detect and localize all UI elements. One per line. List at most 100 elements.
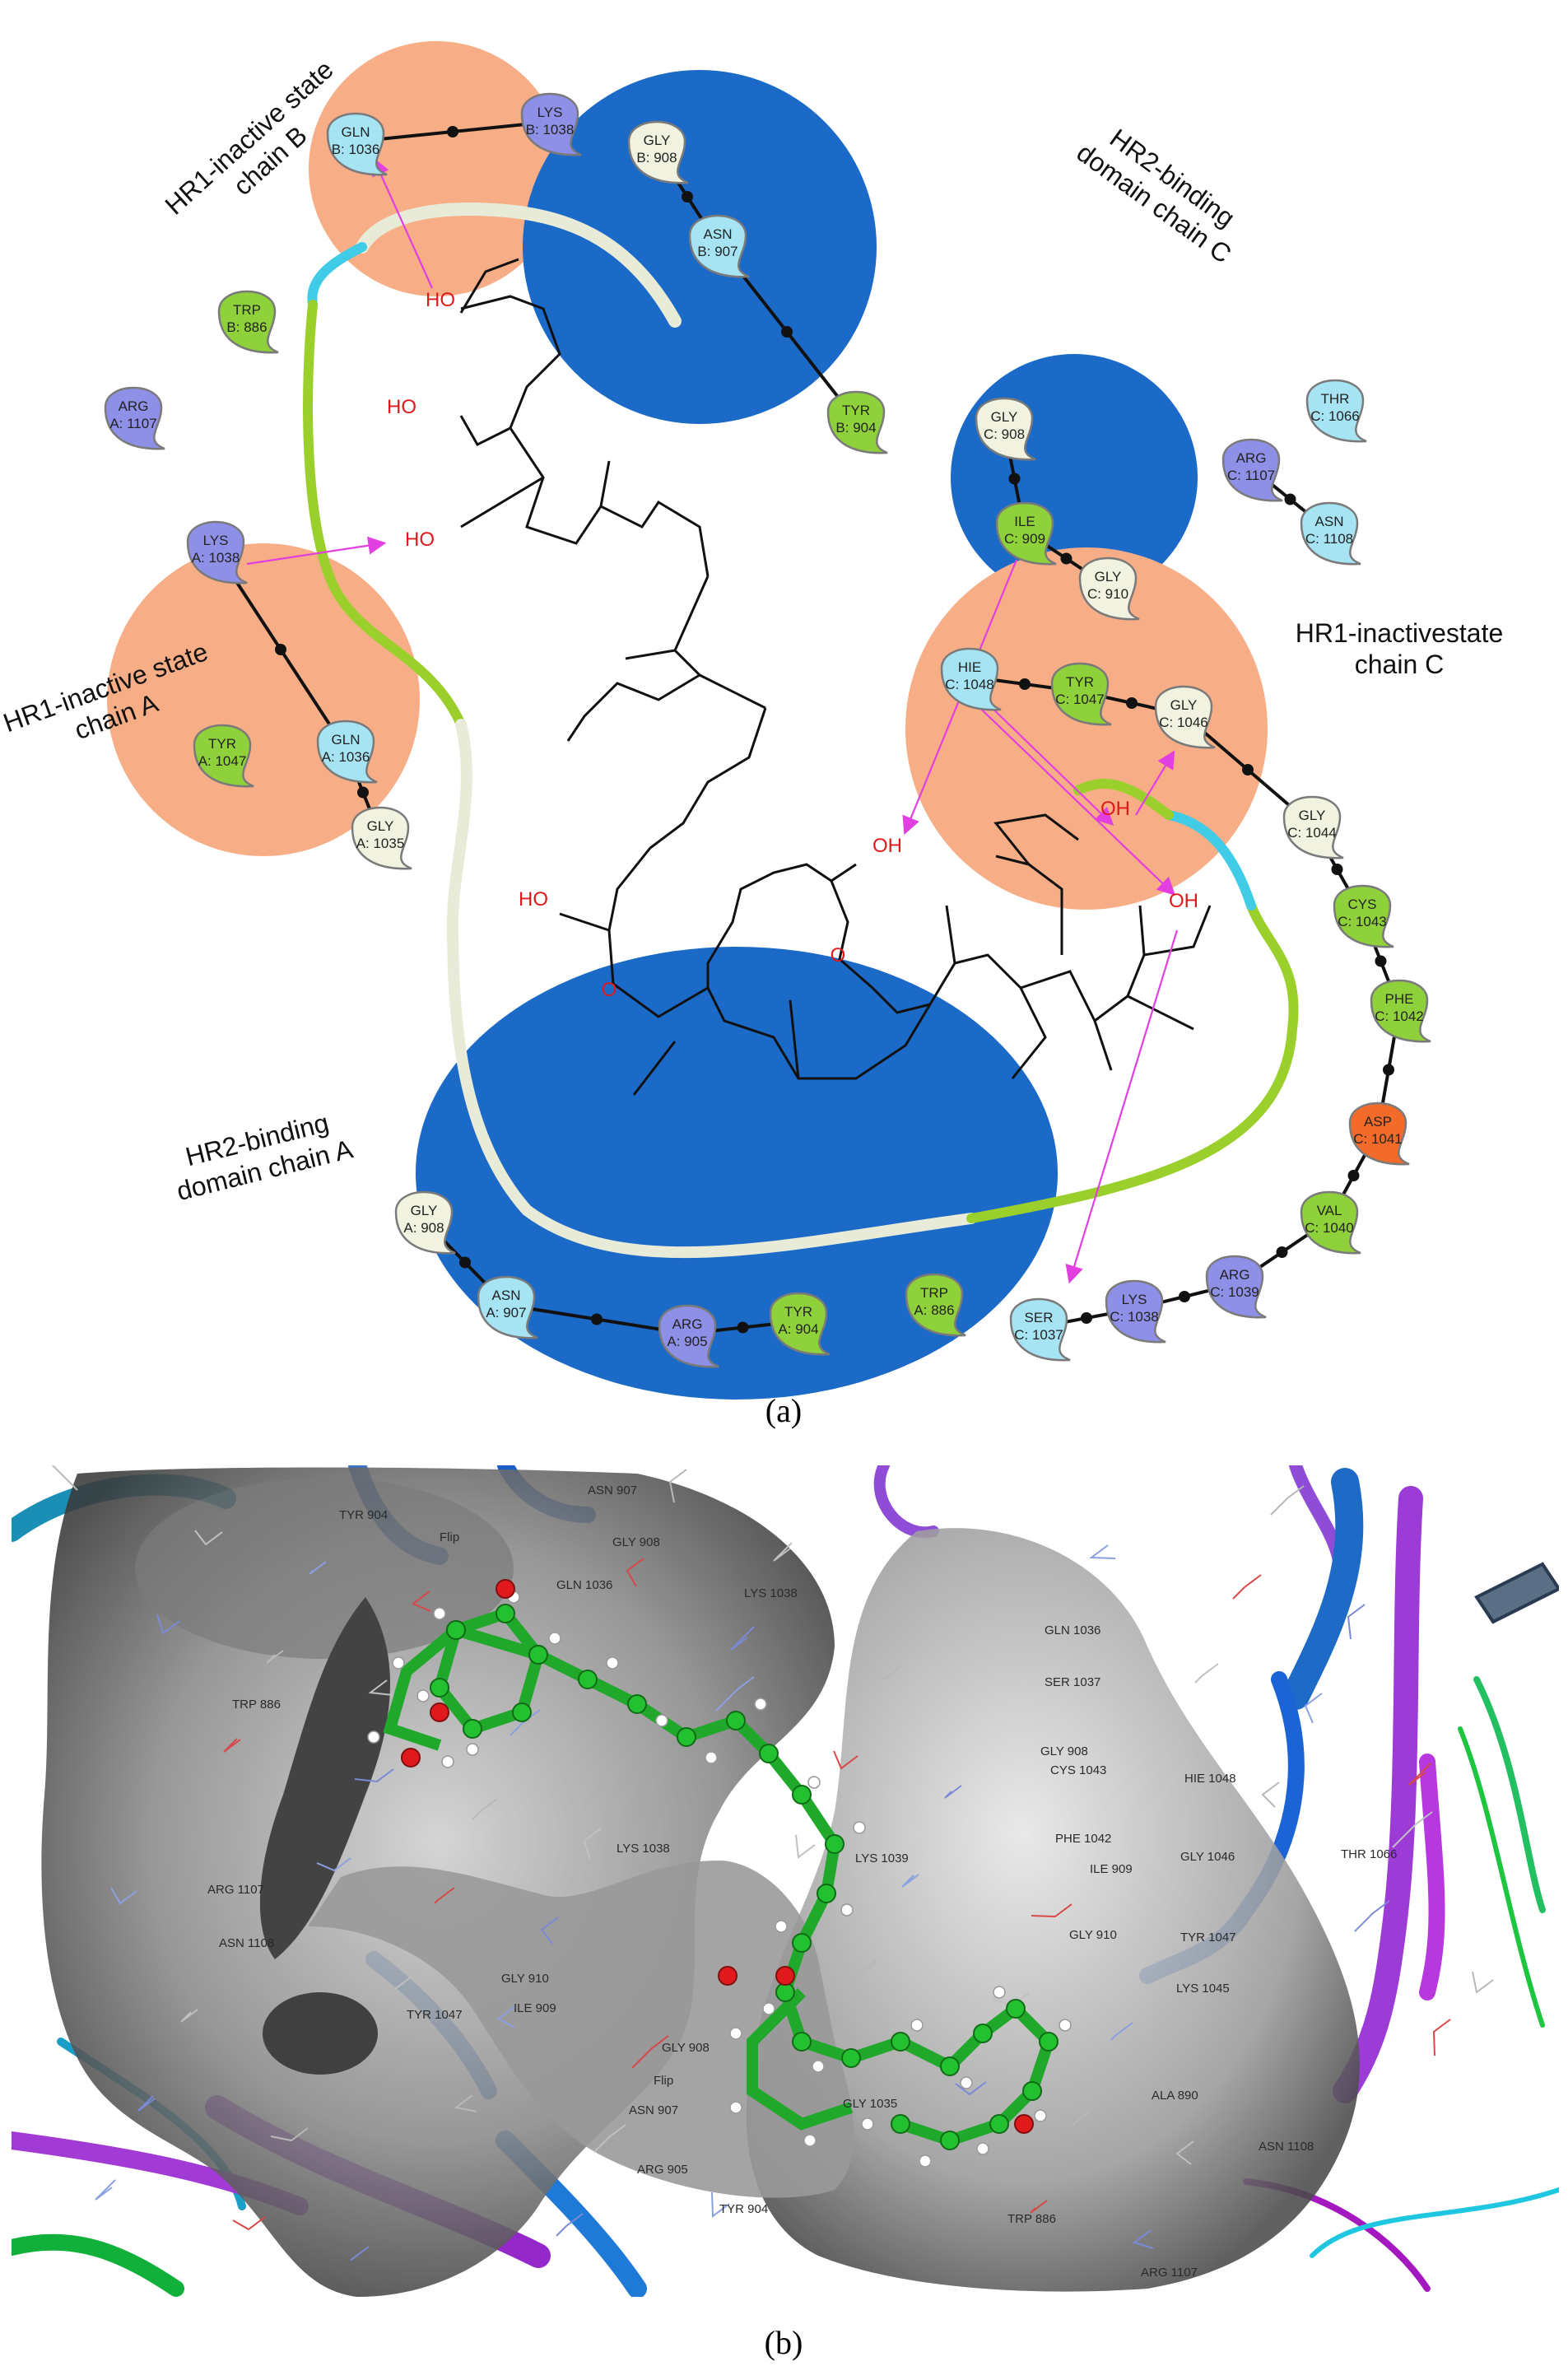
residue-id: C: 1042 xyxy=(1375,1008,1424,1024)
residue-id: C: 1066 xyxy=(1310,408,1360,424)
residue-name: ASN xyxy=(1315,514,1344,529)
residue-marker: SER C: 1037 xyxy=(1009,1297,1071,1362)
region-label-hr2-a: HR2-bindingdomain chain A xyxy=(166,1103,356,1206)
residue-name: TYR xyxy=(1066,674,1094,690)
residue-name: ARG xyxy=(1220,1267,1250,1283)
residue-label-3d: THR 1066 xyxy=(1341,1847,1397,1861)
docked-ligand xyxy=(367,1579,1072,2168)
residue-name: GLY xyxy=(411,1203,438,1218)
residue-label-3d: TYR 904 xyxy=(339,1508,388,1522)
residue-label-3d: GLY 1035 xyxy=(843,2097,897,2111)
residue-name: ARG xyxy=(119,398,149,414)
residue-marker: ASP C: 1041 xyxy=(1348,1102,1410,1166)
residue-name: SER xyxy=(1025,1310,1054,1325)
ribbon-b xyxy=(356,203,682,328)
residue-label-3d: GLY 910 xyxy=(1069,1928,1117,1942)
residue-id: A: 904 xyxy=(778,1321,818,1337)
residue-id: C: 1037 xyxy=(1014,1327,1063,1343)
residue-name: THR xyxy=(1321,391,1350,407)
residue-label-3d: HIE 1048 xyxy=(1184,1772,1236,1786)
residue-id: C: 1043 xyxy=(1338,914,1387,929)
residue-label-3d: ASN 907 xyxy=(588,1483,637,1497)
ribbon-a-green xyxy=(303,300,466,729)
residue-id: A: 1107 xyxy=(109,416,156,431)
residue-label-3d: ARG 1107 xyxy=(207,1883,264,1897)
residue-name: GLY xyxy=(1170,697,1198,713)
residue-marker: ARG A: 1107 xyxy=(104,386,165,450)
residue-id: A: 1047 xyxy=(198,753,247,769)
residue-name: CYS xyxy=(1348,897,1377,912)
ligand-atom-label: OH xyxy=(872,835,902,857)
residue-label-3d: GLY 908 xyxy=(612,1535,660,1549)
residue-id: C: 1044 xyxy=(1287,825,1337,841)
residue-id: C: 1046 xyxy=(1159,715,1208,730)
residue-marker: LYS C: 1038 xyxy=(1105,1279,1166,1344)
residue-name: TYR xyxy=(842,403,870,418)
residue-id: C: 1107 xyxy=(1227,468,1275,483)
residue-name: GLY xyxy=(1095,569,1122,585)
residue-name: GLY xyxy=(644,133,671,148)
residue-label-3d: GLY 910 xyxy=(501,1972,549,1986)
residue-id: A: 907 xyxy=(486,1305,526,1320)
residue-name: TRP xyxy=(920,1285,948,1301)
residue-id: C: 1039 xyxy=(1210,1284,1259,1300)
residue-sticks xyxy=(51,1465,1494,2261)
ligand-atom-label: OH xyxy=(1100,798,1130,820)
molecular-surface xyxy=(41,1467,1360,2297)
residue-name: TYR xyxy=(208,736,236,752)
residue-name: ASN xyxy=(704,226,733,242)
residue-label-3d: PHE 1042 xyxy=(1055,1832,1111,1846)
residue-name: HIE xyxy=(958,659,981,675)
residue-id: C: 1047 xyxy=(1055,692,1105,707)
residue-id: A: 1036 xyxy=(322,749,370,765)
residue-id: C: 909 xyxy=(1004,531,1045,547)
residue-name: ASP xyxy=(1364,1114,1392,1129)
residue-marker: TYR C: 1047 xyxy=(1050,662,1112,726)
residue-name: GLN xyxy=(342,124,370,140)
residue-label-3d: TYR 904 xyxy=(719,2202,768,2216)
residue-id: A: 1038 xyxy=(192,550,240,566)
panel-a-caption: (a) xyxy=(765,1392,803,1429)
residue-name: PHE xyxy=(1385,991,1414,1007)
exposure-ribbons xyxy=(303,203,1299,1259)
residue-name: LYS xyxy=(537,105,563,120)
residue-marker: CYS C: 1043 xyxy=(1333,884,1394,948)
residue-name: ILE xyxy=(1014,514,1035,529)
residue-id: A: 886 xyxy=(914,1302,954,1318)
residue-label-3d: ARG 905 xyxy=(637,2163,688,2177)
residue-marker: ARG C: 1107 xyxy=(1221,438,1283,502)
ribbon-c-cyan xyxy=(1164,810,1256,911)
residue-label-3d: TYR 1047 xyxy=(407,2008,463,2022)
residue-id: B: 886 xyxy=(226,319,267,335)
residue-label-3d: ARG 1107 xyxy=(1141,2266,1198,2280)
residue-name: ARG xyxy=(1236,450,1267,466)
ligand-atom-label: O xyxy=(602,979,617,1001)
residue-label-3d: GLY 1046 xyxy=(1180,1850,1235,1864)
residue-name: LYS xyxy=(1122,1292,1147,1307)
residue-label-3d: ALA 890 xyxy=(1152,2089,1198,2103)
residue-label-3d: CYS 1043 xyxy=(1050,1763,1106,1777)
residue-label-3d: Flip xyxy=(654,2074,673,2088)
residue-label-3d: GLN 1036 xyxy=(556,1578,612,1592)
residue-name: ARG xyxy=(672,1316,703,1332)
panel-b-caption: (b) xyxy=(764,2324,803,2361)
residue-id: A: 1035 xyxy=(356,836,405,851)
residue-id: C: 908 xyxy=(984,426,1025,442)
residue-id: C: 1038 xyxy=(1110,1309,1159,1325)
residue-name: GLY xyxy=(367,818,394,834)
residue-id: C: 1041 xyxy=(1353,1131,1403,1147)
